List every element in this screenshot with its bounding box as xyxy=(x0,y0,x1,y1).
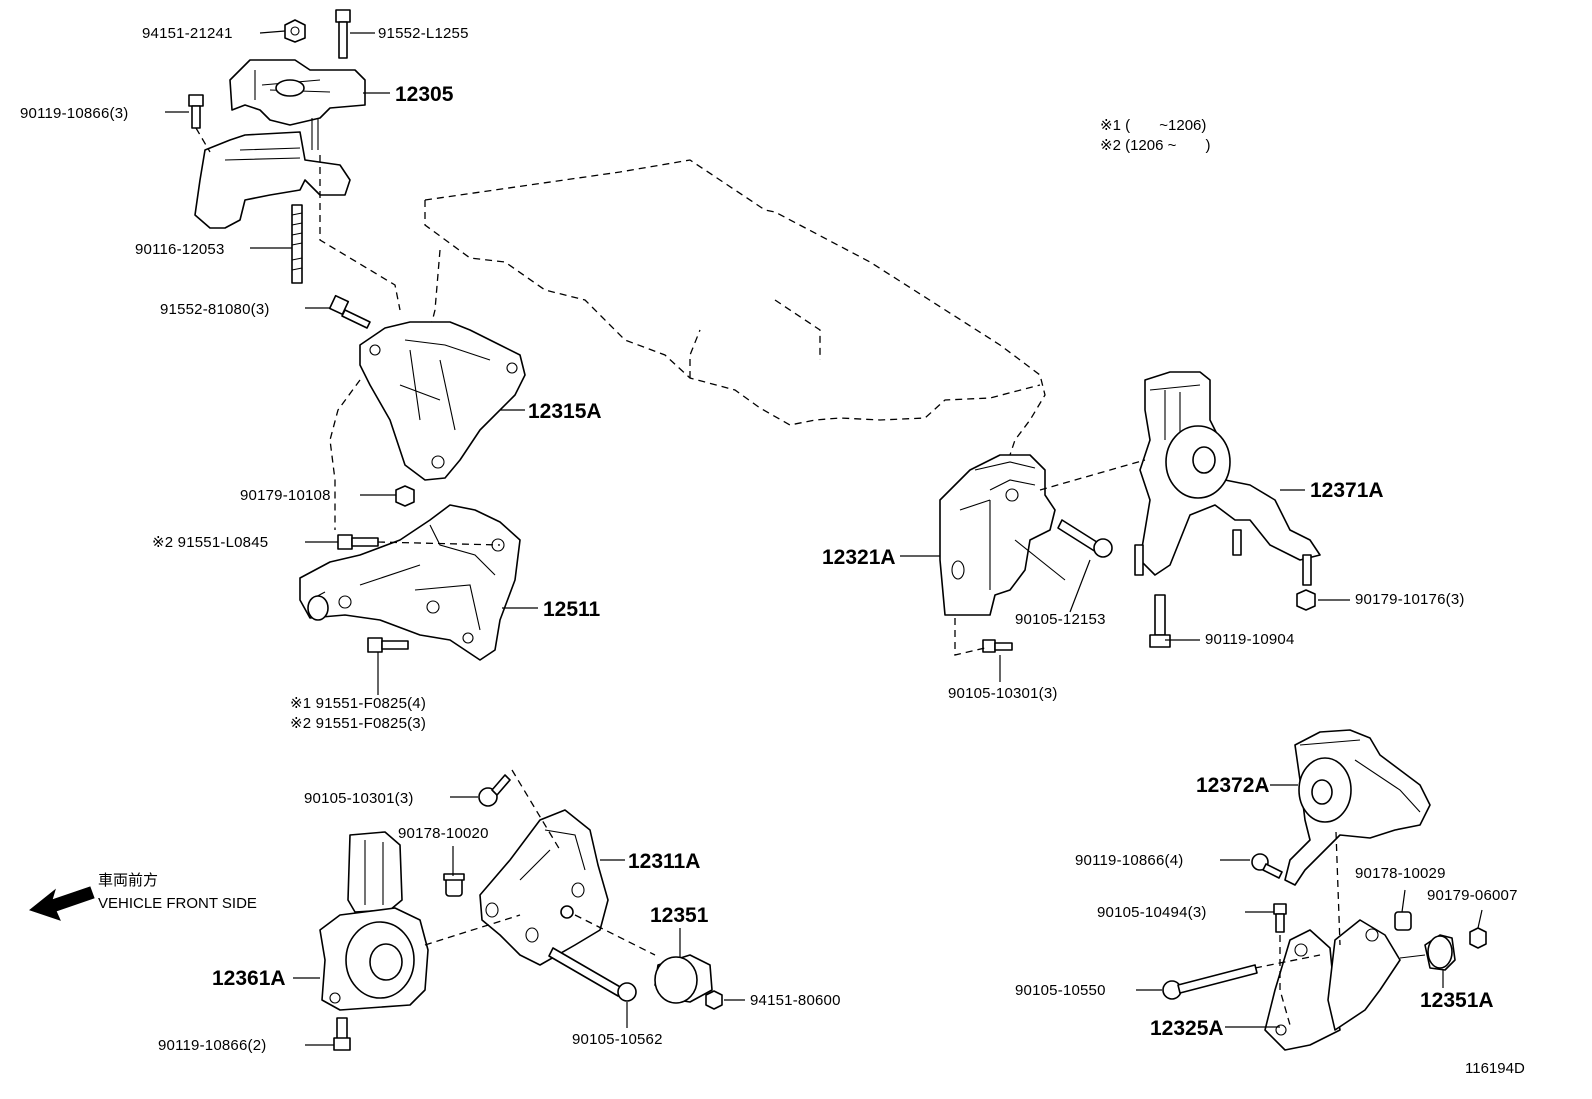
label-90178-10020: 90178-10020 xyxy=(398,825,489,842)
label-90105-10562: 90105-10562 xyxy=(572,1031,663,1048)
bolt-90105-10550-icon xyxy=(1162,964,1258,1000)
label-91552-L1255: 91552-L1255 xyxy=(378,25,469,42)
label-12325A: 12325A xyxy=(1150,1017,1224,1040)
label-90178-10029: 90178-10029 xyxy=(1355,865,1446,882)
label-90105-10301-left: 90105-10301(3) xyxy=(304,790,414,807)
label-90179-10108: 90179-10108 xyxy=(240,487,331,504)
label-90105-10301-right: 90105-10301(3) xyxy=(948,685,1058,702)
part-12305 xyxy=(194,59,366,229)
label-91552-81080: 91552-81080(3) xyxy=(160,301,270,318)
bolt-90119-10866-lower-icon xyxy=(333,1017,351,1051)
label-12511: 12511 xyxy=(543,598,601,621)
part-12351A xyxy=(1424,934,1456,971)
note-2: ※2 (1206 ~ ) xyxy=(1100,137,1211,154)
engine-outline xyxy=(424,159,1046,471)
bolt-90119-10866-top-icon xyxy=(188,94,204,129)
bolt-90119-10904-icon xyxy=(1149,594,1171,648)
label-12311A: 12311A xyxy=(628,850,700,873)
label-90179-06007: 90179-06007 xyxy=(1427,887,1518,904)
bolt-90105-10562-icon xyxy=(548,947,637,1002)
label-90119-10866-3a: 90119-10866(3) xyxy=(20,105,128,122)
label-91551-L0845: ※2 91551-L0845 xyxy=(152,534,268,551)
label-12351: 12351 xyxy=(650,904,709,927)
bolt-91552-81080-icon xyxy=(328,294,371,329)
bolt-90105-10301-right-icon xyxy=(982,639,1013,653)
part-12311A xyxy=(479,809,609,966)
bolt-90105-10301-left-icon xyxy=(478,774,511,807)
label-90105-10550: 90105-10550 xyxy=(1015,982,1106,999)
nut-90178-10020-icon xyxy=(443,873,465,897)
label-12371A: 12371A xyxy=(1310,479,1384,502)
bolt-91551-F0825-icon xyxy=(367,637,409,653)
part-12511 xyxy=(299,504,521,661)
label-12372A: 12372A xyxy=(1196,774,1270,797)
part-12325A xyxy=(1264,919,1401,1051)
label-12321A: 12321A xyxy=(822,546,896,569)
nut-90179-10176-icon xyxy=(1296,589,1316,611)
label-12361A: 12361A xyxy=(212,967,286,990)
label-12305: 12305 xyxy=(395,83,454,106)
label-90119-10866-2: 90119-10866(2) xyxy=(158,1037,266,1054)
bolt-90105-12153-icon xyxy=(1057,519,1113,558)
label-94151-21241: 94151-21241 xyxy=(142,25,233,42)
front-label-en: VEHICLE FRONT SIDE xyxy=(98,895,257,912)
bolt-94151-21241-icon xyxy=(284,19,306,43)
label-90105-10494: 90105-10494(3) xyxy=(1097,904,1207,921)
leader-lines xyxy=(165,30,1483,1046)
part-12315A xyxy=(359,321,526,481)
nut-90178-10029-icon xyxy=(1394,911,1412,931)
stud-12371A-icon xyxy=(1134,529,1312,586)
label-90179-10176: 90179-10176(3) xyxy=(1355,591,1465,608)
note-1: ※1 ( ~1206) xyxy=(1100,117,1206,134)
front-label-jp: 車両前方 xyxy=(98,872,158,889)
label-90105-12153: 90105-12153 xyxy=(1015,611,1106,628)
bolt-90119-10866-right-icon xyxy=(1251,853,1283,879)
part-12372A xyxy=(1284,729,1431,886)
nut-94151-80600-icon xyxy=(705,990,723,1010)
part-12351 xyxy=(654,954,713,1004)
bolt-91552-L1255-icon xyxy=(335,9,351,59)
label-90119-10904: 90119-10904 xyxy=(1205,631,1295,648)
part-12371A xyxy=(1139,371,1321,576)
diagram-id: 116194D xyxy=(1465,1060,1525,1077)
label-12351A: 12351A xyxy=(1420,989,1494,1012)
front-arrow-icon xyxy=(28,886,95,921)
label-90119-10866-4: 90119-10866(4) xyxy=(1075,852,1183,869)
part-12321A xyxy=(939,454,1056,616)
bolt-90105-10494-icon xyxy=(1273,903,1287,933)
nut-90179-06007-icon xyxy=(1469,927,1487,949)
label-91551-F0825-3: ※2 91551-F0825(3) xyxy=(290,715,426,732)
label-12315A: 12315A xyxy=(528,400,602,423)
label-94151-80600: 94151-80600 xyxy=(750,992,841,1009)
stud-90116-12053-icon xyxy=(291,204,303,284)
label-91551-F0825-4: ※1 91551-F0825(4) xyxy=(290,695,426,712)
label-90116-12053: 90116-12053 xyxy=(135,241,225,258)
part-12361A xyxy=(319,831,429,1011)
bolt-91551-L0845-icon xyxy=(337,534,379,550)
nut-90179-10108-icon xyxy=(395,485,415,507)
